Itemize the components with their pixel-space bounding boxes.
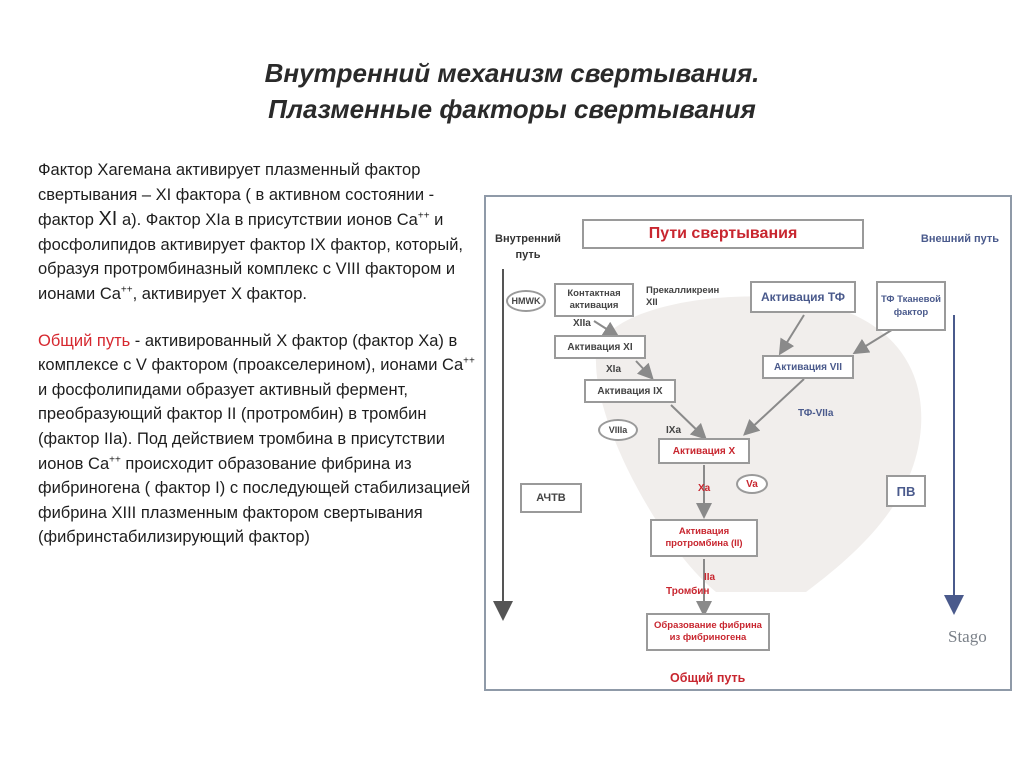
superscript: ++ — [109, 454, 121, 466]
activation-x-box: Активация X — [658, 438, 750, 464]
title-line-2: Плазменные факторы свертывания — [268, 94, 756, 124]
text-run-large: XI — [98, 208, 118, 231]
activation-ix-box: Активация IX — [584, 379, 676, 403]
superscript: ++ — [120, 284, 133, 296]
intrinsic-path-label: Внутренний путь — [495, 233, 561, 261]
viiia-oval: VIIIa — [598, 419, 638, 441]
slide-title: Внутренний механизм свертывания. Плазмен… — [0, 55, 1024, 127]
coagulation-diagram: Пути свертывания Внутренний путь Внешний… — [484, 195, 1012, 691]
text-run: Фактор Хагемана активирует плазменный фа… — [38, 161, 435, 230]
fibrin-formation-box: Образование фибрина из фибриногена — [646, 613, 770, 651]
contact-activation-box: Контактная активация — [554, 283, 634, 317]
common-path-term: Общий путь — [38, 331, 131, 350]
iia-label: IIa — [704, 572, 716, 583]
common-path-paragraph: Общий путь - активированный X фактор (фа… — [38, 329, 478, 550]
text-run: а). Фактор XIa в присутствии ионов Ca — [117, 211, 418, 230]
activation-vii-box: Активация VII — [762, 355, 854, 379]
achtv-box: АЧТВ — [520, 483, 582, 513]
text-run: и фосфолипидов активирует фактор IX факт… — [38, 211, 463, 303]
xiia-label: XIIa — [573, 318, 591, 329]
superscript: ++ — [463, 355, 475, 367]
title-line-1: Внутренний механизм свертывания. — [264, 58, 760, 88]
prekallikrein-label: Прекалликреин XII — [646, 285, 720, 308]
text-run: происходит образование фибрина из фибрин… — [38, 454, 471, 547]
common-path-label: Общий путь — [670, 671, 746, 685]
tf-viia-label: ТФ-VIIa — [798, 408, 834, 419]
text-run: , активирует X фактор. — [132, 284, 307, 303]
xa-label: Xa — [698, 483, 711, 494]
activation-xi-box: Активация XI — [554, 335, 646, 359]
ixa-label: IXa — [666, 425, 682, 436]
activation-prothrombin-box: Активация протромбина (II) — [650, 519, 758, 557]
tissue-factor-box: ТФ Тканевой фактор — [876, 281, 946, 331]
text-run: и фосфолипидами образует активный фермен… — [38, 380, 445, 473]
text-run: - активированный X фактор (фактор Xa) в … — [38, 331, 464, 375]
xia-label: XIa — [606, 364, 622, 375]
pathways-header: Пути свертывания — [582, 219, 864, 249]
thrombin-label: Тромбин — [666, 586, 710, 597]
va-oval: Va — [736, 474, 768, 494]
activation-tf-box: Активация ТФ — [750, 281, 856, 313]
superscript: ++ — [417, 210, 430, 222]
intrinsic-paragraph: Фактор Хагемана активирует плазменный фа… — [38, 158, 478, 307]
pv-box: ПВ — [886, 475, 926, 507]
extrinsic-path-label: Внешний путь — [920, 233, 1000, 245]
hmwk-oval: HMWK — [506, 290, 546, 312]
stago-logo: Stago — [948, 627, 987, 646]
description-text: Фактор Хагемана активирует плазменный фа… — [38, 158, 478, 550]
